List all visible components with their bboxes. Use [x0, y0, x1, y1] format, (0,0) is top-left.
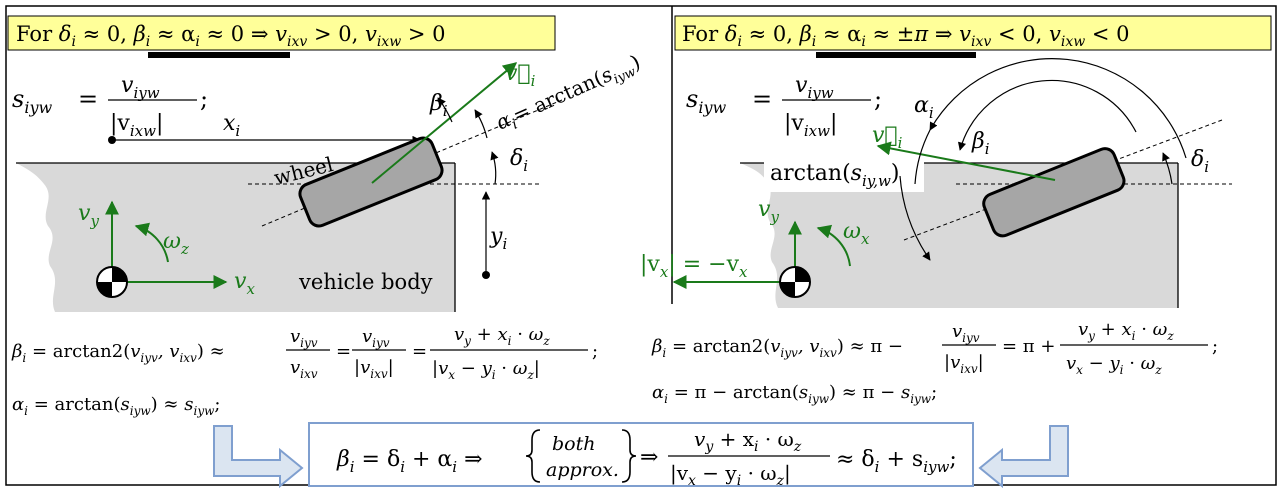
- svg-text:;: ;: [592, 341, 598, 362]
- left-beta-label: βi: [429, 91, 448, 120]
- right-velocity-label: v⃗i: [872, 123, 903, 152]
- left-beta-formula: βi = arctan2(viyv, vixv) ≈ viyv vixv = v…: [11, 324, 598, 382]
- summary-brace-right: [621, 429, 637, 483]
- summary-box: [308, 422, 974, 487]
- left-xi-label: xi: [223, 111, 240, 140]
- right-s-definition: siyw = viyw |vixw| ;: [686, 73, 882, 140]
- left-header-underline: [148, 52, 290, 58]
- left-wheel: [298, 136, 444, 228]
- summary-both: both: [552, 433, 595, 455]
- left-omega-arc: [134, 222, 169, 263]
- svg-text:=: =: [412, 341, 427, 362]
- right-vy-label: vy: [758, 197, 779, 226]
- svg-text:;: ;: [1212, 336, 1218, 357]
- left-beta-arc: [437, 97, 453, 123]
- left-velocity-vector: [371, 62, 518, 184]
- svg-text:= π +: = π +: [1002, 336, 1055, 357]
- left-delta-label: δi: [510, 146, 528, 175]
- svg-text:vx − yi · ωz: vx − yi · ωz: [1066, 353, 1162, 377]
- summary: βi = δi + αi ⇒ both approx. ⇒ vy + xi · …: [213, 422, 1069, 489]
- right-abs-vx-label: |vx| = −vx: [640, 252, 748, 281]
- left-cog-icon: [96, 266, 128, 298]
- left-hook-arrow: [213, 425, 304, 489]
- summary-lhs: βi = δi + αi ⇒: [336, 447, 483, 476]
- right-hook-arrow: [978, 425, 1069, 489]
- summary-implies: ⇒: [640, 445, 658, 470]
- summary-brace-left: [525, 429, 541, 483]
- svg-text:vy + xi · ωz: vy + xi · ωz: [1078, 319, 1174, 343]
- left-s-definition: siyw = viyw |vixw| ;: [12, 73, 208, 140]
- right-omega-label: ωx: [843, 219, 870, 248]
- summary-approx: approx.: [546, 459, 619, 481]
- right-beta-formula: βi = arctan2(viyv, vixv) ≈ π − viyv |vix…: [651, 319, 1218, 377]
- left-header-box: [7, 15, 556, 51]
- left-vx-label: vx: [234, 269, 255, 298]
- svg-text:viyv: viyv: [362, 326, 390, 350]
- svg-text:=: =: [78, 85, 98, 113]
- svg-text:=: =: [336, 341, 351, 362]
- svg-text:vixv: vixv: [290, 357, 318, 381]
- right-cog-icon: [779, 266, 811, 298]
- left-alpha-arc: [474, 109, 488, 139]
- right-wheel: [982, 147, 1126, 238]
- right-header-text: For δi ≈ 0, βi ≈ αi ≈ ±π ⇒ vixv < 0, vix…: [682, 22, 1130, 50]
- svg-text:βi = arctan2(viyv, vixv) ≈: βi = arctan2(viyv, vixv) ≈: [11, 341, 225, 365]
- right-alpha-arc: [929, 58, 1187, 159]
- svg-text:|vixw|: |vixw|: [784, 111, 837, 140]
- svg-text:viyw: viyw: [795, 73, 834, 102]
- svg-text:=: =: [752, 85, 772, 113]
- right-alpha-formula: αi = π − arctan(siyw) ≈ π − siyw;: [652, 382, 937, 406]
- left-vy-label: vy: [78, 201, 99, 230]
- svg-text:siyw: siyw: [686, 85, 726, 117]
- right-alpha-label: αi: [914, 93, 934, 122]
- right-header-box: [674, 15, 1272, 51]
- left-yi-label: yi: [489, 224, 507, 253]
- right-arctan-arc: [899, 175, 931, 261]
- summary-rhs: ≈ δi + siyw;: [836, 447, 957, 476]
- right-delta-arc: [1162, 152, 1173, 185]
- svg-text:|vixw|: |vixw|: [110, 111, 163, 140]
- right-beta-arc: [957, 79, 1137, 151]
- svg-text:|vixv|: |vixv|: [354, 357, 394, 381]
- left-delta-arc: [490, 151, 499, 185]
- right-omega-arc: [816, 224, 851, 267]
- svg-text:|vixv|: |vixv|: [944, 352, 984, 376]
- right-beta-label: βi: [971, 129, 990, 158]
- summary-denominator: |vx − yi · ωz|: [670, 461, 791, 489]
- svg-text:vy + xi · ωz: vy + xi · ωz: [454, 324, 550, 348]
- summary-numerator: vy + xi · ωz: [694, 427, 802, 455]
- left-vehicle-body-label: vehicle body: [298, 270, 433, 294]
- right-alpha-arc-tail: [914, 129, 931, 185]
- right-label-mask: [764, 150, 924, 192]
- right-delta-label: δi: [1191, 147, 1209, 176]
- right-velocity-vector: [876, 141, 1056, 181]
- svg-text:βi = arctan2(viyv, vixv) ≈ π −: βi = arctan2(viyv, vixv) ≈ π −: [651, 336, 903, 360]
- right-header-underline: [816, 52, 976, 58]
- svg-text:viyv: viyv: [290, 326, 318, 350]
- left-panel: For δi ≈ 0, βi ≈ αi ≈ 0 ⇒ vixv > 0, vixw…: [7, 15, 644, 418]
- svg-text:viyv: viyv: [952, 321, 980, 345]
- right-arctan-label: arctan(siy,w): [770, 161, 899, 190]
- svg-text:viyw: viyw: [121, 73, 160, 102]
- left-alpha-formula: αi = arctan(siyw) ≈ siyw;: [12, 394, 220, 418]
- left-omega-label: ωz: [163, 229, 189, 258]
- left-velocity-label: v⃗i: [505, 61, 536, 90]
- left-header-text: For δi ≈ 0, βi ≈ αi ≈ 0 ⇒ vixv > 0, vixw…: [16, 22, 446, 50]
- right-panel: For δi ≈ 0, βi ≈ αi ≈ ±π ⇒ vixv < 0, vix…: [640, 15, 1272, 406]
- svg-text:;: ;: [874, 85, 882, 113]
- svg-text:;: ;: [200, 85, 208, 113]
- svg-text:|vx − yi · ωz|: |vx − yi · ωz|: [432, 358, 540, 382]
- svg-text:siyw: siyw: [12, 85, 52, 117]
